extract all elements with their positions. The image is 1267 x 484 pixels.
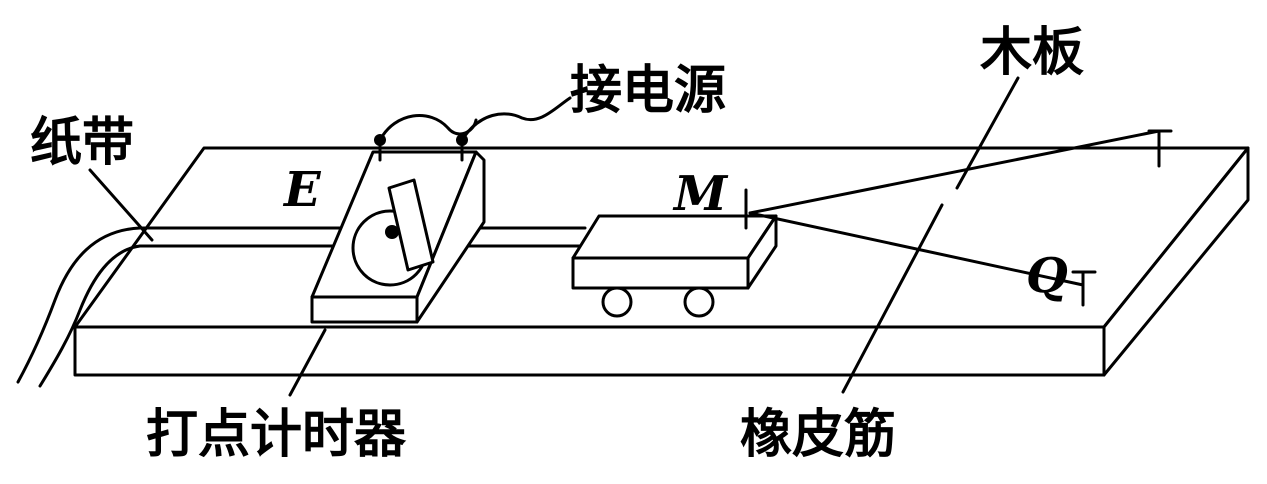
label-power-supply: 接电源 — [570, 61, 726, 121]
leader-paper-tape — [88, 168, 154, 242]
cart-front-face — [571, 256, 750, 290]
label-paper-tape: 纸带 — [30, 113, 134, 173]
cart-wheel-back — [683, 286, 715, 318]
rubber-band-upper — [748, 129, 1161, 215]
leader-rubber-band — [841, 203, 944, 394]
cart-wheel-front — [601, 286, 633, 318]
label-point-m: M — [672, 166, 729, 222]
label-point-e: E — [282, 162, 322, 218]
labels: 纸带 接电源 木板 打点计时器 橡皮筋 E M Q — [30, 23, 1084, 465]
board-front-face — [73, 325, 1106, 377]
label-timer: 打点计时器 — [146, 405, 407, 465]
rubber-band — [748, 129, 1161, 287]
timer-vibrator — [387, 178, 435, 272]
label-rubber-band: 橡皮筋 — [740, 405, 896, 465]
tape-hanging-outer — [16, 226, 142, 384]
label-wood-board: 木板 — [980, 23, 1084, 83]
leader-wood-board — [955, 76, 1020, 190]
nail-icon — [1071, 129, 1173, 307]
board-side-face — [1102, 146, 1250, 377]
cart-side-face — [746, 214, 778, 290]
rubber-band-lower — [748, 211, 1085, 287]
power-wires — [378, 96, 572, 142]
timer-front-face — [310, 295, 419, 324]
leader-lines — [88, 76, 1020, 397]
cart-icon — [571, 188, 778, 318]
label-point-q: Q — [1026, 248, 1068, 304]
dot-timer-icon — [310, 134, 486, 324]
leader-timer — [288, 328, 327, 397]
timer-needle-dot — [385, 225, 399, 239]
wire-right — [460, 96, 572, 142]
timer-right-face — [415, 150, 486, 324]
tape-hanging-inner — [38, 244, 142, 388]
